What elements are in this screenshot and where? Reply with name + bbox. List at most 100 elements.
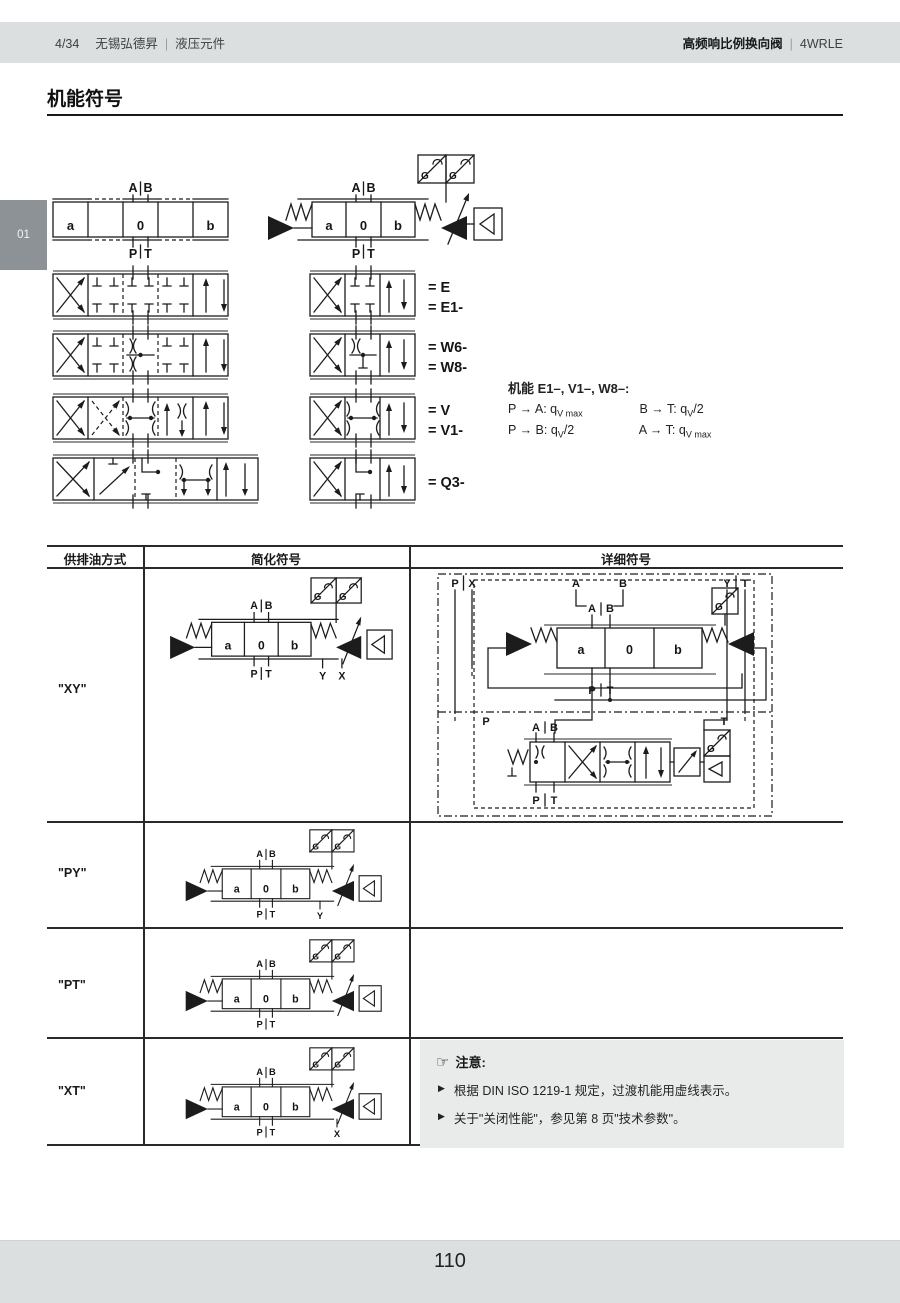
svg-text:B: B [269, 849, 276, 859]
spool-detail-E [52, 265, 229, 325]
svg-text:b: b [207, 218, 215, 233]
header-band [0, 22, 900, 63]
pointing-hand-icon: ☞ [436, 1054, 450, 1071]
spool-label-e1: = E1- [428, 300, 463, 316]
detailed-symbol-xy: P X A B Y T a 0 b A B P T [437, 573, 773, 817]
table-column-divider [409, 545, 411, 1145]
page-number: 110 [434, 1250, 466, 1272]
svg-text:P: P [451, 578, 458, 590]
spring-icon [530, 626, 558, 644]
svg-text:G: G [715, 602, 723, 613]
svg-text:Y: Y [319, 670, 326, 682]
page-title: 机能符号 [47, 89, 124, 110]
svg-text:T: T [551, 795, 558, 807]
pilot-triangle-icon [707, 760, 723, 778]
main-stage-valve: A B P T [507, 687, 731, 807]
svg-text:0: 0 [263, 994, 269, 1006]
svg-text:A: A [250, 600, 258, 612]
spool-compact-E [309, 265, 416, 325]
svg-text:T: T [270, 1127, 276, 1137]
spool-detail-Q3 [52, 449, 259, 509]
svg-text:T: T [367, 247, 375, 261]
notice-bullet: ▶ 关于"关闭性能"，参见第 8 页"技术参数"。 [436, 1108, 828, 1127]
svg-text:a: a [234, 884, 240, 896]
col-header-detailed: 详细符号 [600, 553, 651, 567]
footer-band [0, 1240, 900, 1303]
svg-text:b: b [292, 1102, 299, 1114]
pilot-triangle-icon [478, 212, 495, 236]
spool-detail-V [52, 388, 229, 448]
svg-text:0: 0 [263, 1102, 269, 1114]
svg-text:X: X [338, 670, 345, 682]
svg-text:G: G [312, 1059, 319, 1069]
notice-bullet: ▶ 根据 DIN ISO 1219-1 规定，过渡机能用虚线表示。 [436, 1080, 828, 1099]
solenoid-icon [268, 216, 294, 240]
header-division: 液压元件 [175, 37, 226, 51]
svg-text:B: B [366, 181, 375, 195]
svg-text:P: P [532, 795, 539, 807]
svg-text:B: B [269, 1067, 276, 1077]
header-separator-2: | [789, 37, 793, 51]
svg-text:0: 0 [258, 638, 265, 652]
svg-text:G: G [314, 592, 322, 603]
spool-detail-W [52, 325, 229, 385]
header-separator: | [164, 37, 169, 51]
notice-title: 注意: [455, 1055, 486, 1070]
notice-box: ☞ 注意: ▶ 根据 DIN ISO 1219-1 规定，过渡机能用虚线表示。 ▶… [420, 1040, 844, 1148]
table-row-divider [47, 927, 843, 929]
svg-text:0: 0 [626, 643, 633, 657]
spring-icon [414, 201, 442, 223]
svg-text:a: a [578, 643, 586, 657]
position-transducer-icon: G G [417, 154, 475, 203]
svg-text:A: A [256, 1067, 263, 1077]
header-product: 高频响比例换向阀 [682, 37, 783, 51]
table-border-top [47, 545, 843, 547]
valve-symbol-actuated: a 0 b A B P T G G [268, 154, 503, 261]
svg-text:B: B [619, 578, 627, 590]
svg-text:0: 0 [137, 218, 144, 233]
svg-text:P: P [257, 909, 263, 919]
svg-text:Y: Y [317, 911, 324, 921]
svg-text:Y: Y [723, 578, 731, 590]
svg-text:G: G [312, 951, 319, 961]
table-header-rule [47, 567, 843, 569]
svg-text:b: b [292, 994, 299, 1006]
svg-text:B: B [269, 959, 276, 969]
svg-text:X: X [468, 578, 476, 590]
svg-text:A: A [532, 722, 540, 734]
position-transducer-icon: G [711, 587, 739, 626]
solenoid-icon [506, 632, 532, 656]
spool-compact-Q3 [309, 449, 416, 509]
svg-text:B: B [143, 181, 152, 195]
svg-text:P: P [352, 247, 360, 261]
spool-compact-W [309, 325, 416, 385]
spool-label-w8: = W8- [428, 360, 467, 376]
spring-icon [507, 748, 529, 766]
flow-row: P → B: qV/2 A → T: qV max [508, 422, 712, 440]
svg-text:b: b [292, 884, 299, 896]
row-label-py: "PY" [58, 866, 87, 880]
svg-text:b: b [674, 643, 682, 657]
row-label-pt: "PT" [58, 978, 86, 992]
svg-text:G: G [707, 744, 715, 755]
col-header-supply: 供排油方式 [63, 553, 127, 567]
svg-text:b: b [394, 218, 402, 233]
svg-text:A: A [256, 849, 263, 859]
spool-label-v1: = V1- [428, 423, 463, 439]
chapter-tab-label: 01 [17, 229, 30, 241]
valve-symbol-basic: a 0 b A B P T [52, 181, 229, 261]
svg-text:a: a [234, 1102, 240, 1114]
svg-text:T: T [265, 668, 272, 680]
svg-text:0: 0 [263, 884, 269, 896]
svg-text:A: A [572, 578, 580, 590]
svg-text:A: A [588, 603, 596, 615]
spool-compact-V [309, 388, 416, 448]
position-transducer-icon: G [703, 729, 731, 757]
notice-title-row: ☞ 注意: [436, 1052, 828, 1071]
col-header-simplified: 简化符号 [250, 553, 301, 567]
svg-text:A: A [351, 181, 360, 195]
svg-text:P: P [482, 716, 489, 728]
